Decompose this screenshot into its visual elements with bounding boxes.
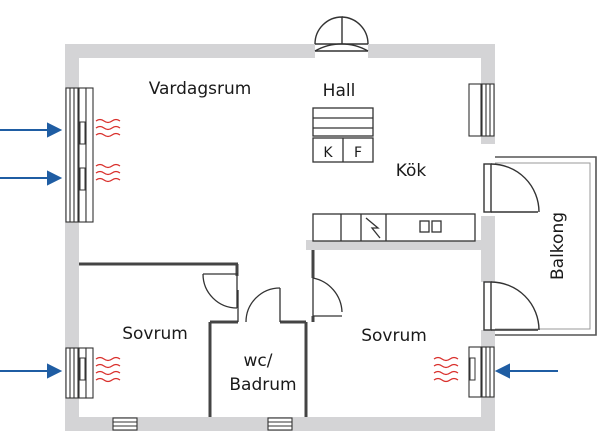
room-label-balcony: Balkong bbox=[548, 212, 568, 280]
heat-waves bbox=[95, 118, 459, 383]
room-label-bathroom-line1: wc/ bbox=[244, 351, 273, 371]
room-label-living: Vardagsrum bbox=[149, 79, 252, 99]
airflow-arrow-4 bbox=[494, 363, 558, 379]
kitchen-counter bbox=[312, 213, 476, 242]
entrance-door bbox=[314, 16, 369, 52]
airflow-arrow-2 bbox=[0, 170, 63, 186]
interior-doors bbox=[202, 273, 343, 323]
balcony-door-top bbox=[483, 163, 540, 213]
balcony-door-bottom bbox=[483, 281, 540, 331]
room-label-bathroom-line2: Badrum bbox=[229, 375, 296, 395]
room-labels: Vardagsrum Hall Kök Sovrum Sovrum wc/ Ba… bbox=[122, 79, 568, 395]
fridge-label: K bbox=[323, 145, 333, 161]
airflow-arrow-3 bbox=[0, 363, 63, 379]
window-vents bbox=[79, 121, 476, 381]
room-label-kitchen: Kök bbox=[396, 161, 427, 181]
airflow-arrows bbox=[0, 122, 558, 379]
balcony bbox=[495, 156, 597, 336]
freezer-label: F bbox=[354, 145, 362, 161]
hall-stairs bbox=[312, 107, 374, 137]
room-label-hall: Hall bbox=[323, 81, 356, 101]
room-label-bedroom-right: Sovrum bbox=[361, 326, 427, 346]
room-label-bedroom-left: Sovrum bbox=[122, 324, 188, 344]
interior-walls bbox=[79, 250, 315, 417]
fridge-freezer: K F bbox=[312, 137, 374, 163]
airflow-arrow-1 bbox=[0, 122, 63, 138]
